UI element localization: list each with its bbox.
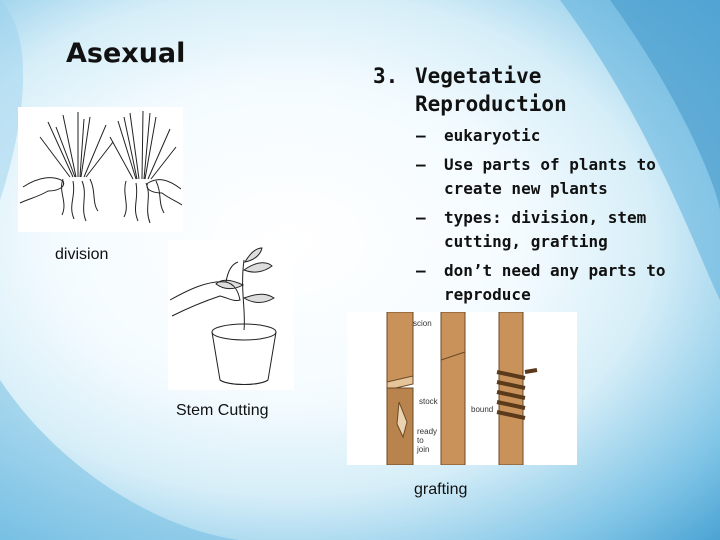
heading-text: Vegetative Reproduction [415,64,567,116]
bullet-dash: – [416,261,426,280]
bullet-text: Use parts of plants to create new plants [444,155,656,198]
label-stock: stock [419,397,439,406]
slide-title: Asexual [66,38,186,69]
label-bound: bound [471,405,493,414]
bullet-dash: – [416,126,426,145]
bullet-item: – don’t need any parts to reproduce [416,259,716,307]
division-illustration [18,107,183,232]
bullet-text: eukaryotic [444,126,541,145]
bullet-item: – eukaryotic [416,124,716,148]
bullet-item: – Use parts of plants to create new plan… [416,153,716,201]
bullet-text: don’t need any parts to reproduce [444,261,666,304]
bullet-text: types: division, stem cutting, grafting [444,208,647,251]
bullet-dash: – [416,155,426,174]
caption-division: division [55,246,109,263]
label-scion: scion [413,319,432,328]
bullet-list: – eukaryotic – Use parts of plants to cr… [416,124,716,312]
label-to: to [417,436,424,445]
caption-stem-cutting: Stem Cutting [176,402,269,419]
bullet-item: – types: division, stem cutting, graftin… [416,206,716,254]
label-join: join [416,445,429,454]
grafting-illustration: scion stock bound ready to join [347,312,577,465]
heading-number: 3. [373,64,399,88]
stem-cutting-illustration [168,240,294,390]
label-ready: ready [417,427,437,436]
caption-grafting: grafting [414,481,468,498]
bullet-dash: – [416,208,426,227]
